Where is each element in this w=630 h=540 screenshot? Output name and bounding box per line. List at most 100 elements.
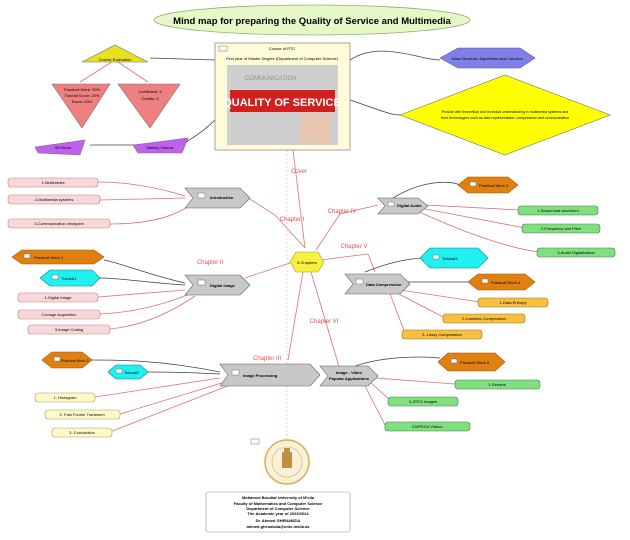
link-chapter-2 (244, 261, 294, 279)
dc-item-2[interactable]: 2-Lossless Compression (442, 313, 526, 324)
note-icon (115, 368, 123, 374)
da-item-3[interactable]: 3-Audio Digitalization (536, 247, 616, 258)
title-node[interactable]: Mind map for preparing the Quality of Se… (153, 4, 471, 36)
chapter-applications-node[interactable]: Image - Video Popular Applications (319, 365, 379, 387)
dc-practical-work[interactable]: Practical Work 4 (467, 273, 536, 291)
grades-node[interactable]: Practical Work: 20% Tutorial Score: 20% … (51, 83, 111, 129)
link-chapter-6 (310, 271, 341, 371)
chapter-6-label: Chapter VI (310, 319, 339, 325)
app-item-3[interactable]: 3-MPEG4 Videos (384, 421, 471, 432)
note-icon (51, 274, 59, 280)
link-ip-1 (94, 377, 221, 398)
svg-text:Image Processing: Image Processing (243, 373, 278, 378)
svg-text:Dr. Ahmed GHENABZIA: Dr. Ahmed GHENABZIA (256, 518, 301, 523)
link-da-3 (414, 209, 541, 253)
svg-text:2- Fast Fourier Transform: 2- Fast Fourier Transform (59, 412, 105, 417)
svg-text:Digital Image: Digital Image (210, 283, 236, 288)
svg-text:Exam: 60%: Exam: 60% (72, 99, 93, 104)
svg-text:Tutorial Score: 20%: Tutorial Score: 20% (65, 93, 100, 98)
link-prereq (349, 50, 441, 61)
link-eval (149, 57, 216, 61)
svg-text:Tutorial1: Tutorial1 (61, 276, 77, 281)
link-goal (349, 99, 401, 116)
di-item-3[interactable]: 3-Image Coding (27, 324, 111, 335)
link-ip-3 (109, 384, 231, 433)
svg-text:Provide with theoretical and t: Provide with theoretical and technical u… (442, 110, 568, 114)
da-practical-work[interactable]: Practical Work 3 (457, 176, 519, 194)
course-node[interactable]: Course of RTC First year of Master Degre… (214, 42, 351, 151)
chapter-compression-node[interactable]: Data Compression (344, 273, 411, 295)
link-di-1 (97, 289, 186, 298)
app-item-2[interactable]: 2-JPEG Images (387, 396, 459, 407)
note-icon (250, 438, 260, 445)
svg-text:3- Convolution: 3- Convolution (69, 430, 95, 435)
ip-item-1[interactable]: 1- Histogram (34, 392, 96, 403)
svg-text:2-Multimedia systems: 2-Multimedia systems (35, 197, 74, 202)
da-item-2[interactable]: 2-Frequency and Pitch (521, 223, 601, 234)
svg-text:Image - Video: Image - Video (336, 370, 362, 375)
link-chapter-1 (244, 195, 306, 249)
chapter-digital-image-node[interactable]: Digital Image (184, 274, 251, 296)
svg-text:Credits: 5: Credits: 5 (141, 96, 159, 101)
di-item-2[interactable]: 2-Image Acquisition (17, 309, 101, 320)
svg-text:3-Communication viewpoint: 3-Communication viewpoint (34, 221, 84, 226)
course-line-2: First year of Master Degree (Department … (226, 56, 338, 61)
da-item-1[interactable]: 1-Sound and waveform (517, 205, 599, 216)
di-item-1[interactable]: 1-Digital Image (17, 292, 99, 303)
svg-text:COMMUNICATION: COMMUNICATION (245, 76, 297, 82)
link-da-1 (424, 204, 521, 211)
university-logo (264, 439, 310, 485)
svg-text:2-Frequency and Pitch: 2-Frequency and Pitch (541, 226, 581, 231)
center-node[interactable]: 6 Chapters (289, 251, 325, 273)
svg-text:Data Structure, Algorithms and: Data Structure, Algorithms and Calculus (452, 56, 523, 61)
link-da-2 (419, 207, 526, 229)
dc-tutorial[interactable]: Tutorial3 (419, 247, 489, 269)
ip-item-2[interactable]: 2- Fast Fourier Transform (44, 409, 121, 420)
chapter-digital-audio-node[interactable]: Digital Audio (377, 197, 429, 215)
chapter-3-label: Chapter III (253, 356, 281, 362)
svg-text:2-Image Acquisition: 2-Image Acquisition (42, 312, 77, 317)
app-item-1[interactable]: 1-General (454, 379, 541, 390)
qos-banner: QUALITY OF SERVICE (223, 97, 341, 109)
chapter-image-processing-node[interactable]: Image Processing (219, 363, 321, 387)
intro-item-1[interactable]: 1-Multimedia (7, 177, 99, 188)
svg-text:1-General: 1-General (488, 382, 506, 387)
goal-node[interactable]: Provide with theoretical and technical u… (399, 74, 611, 156)
svg-text:Practical Work 5: Practical Work 5 (460, 360, 490, 365)
dc-item-3[interactable]: 3- Lossy Compression (401, 329, 483, 340)
link-dc-1 (399, 289, 481, 303)
link-grades (79, 59, 116, 83)
svg-text:The Academic year of 2023/2024: The Academic year of 2023/2024 (247, 511, 309, 516)
svg-text:Mohamed Boudiaf University of: Mohamed Boudiaf University of M'sila (242, 495, 315, 500)
note-icon (450, 358, 458, 364)
note-icon (23, 253, 31, 259)
prereq-node[interactable]: Data Structure, Algorithms and Calculus (439, 47, 536, 69)
intro-item-3[interactable]: 3-Communication viewpoint (7, 218, 111, 229)
link-di-pw (103, 259, 186, 284)
svg-text:1-Data Entropy: 1-Data Entropy (500, 300, 527, 305)
link-chapter-5 (319, 253, 376, 273)
coefficient-node[interactable]: Coefficient: 3 Credits: 5 (117, 83, 181, 129)
intro-item-2[interactable]: 2-Multimedia systems (7, 194, 101, 205)
link-dc-tut (364, 257, 431, 273)
weekly-node[interactable]: Weekly Volume (132, 137, 189, 154)
svg-text:3- Lossy Compression: 3- Lossy Compression (422, 332, 462, 337)
evaluation-node[interactable]: Course Evaluation (81, 44, 149, 63)
svg-text:Introduction: Introduction (210, 195, 234, 200)
app-practical-work[interactable]: Practical Work 5 (437, 352, 506, 372)
ip-item-3[interactable]: 3- Convolution (51, 427, 113, 438)
svg-text:1-Multimedia: 1-Multimedia (42, 180, 66, 185)
chapter-introduction-node[interactable]: Introduction (184, 187, 251, 209)
svg-text:Popular Applications: Popular Applications (329, 376, 370, 381)
di-tutorial[interactable]: Tutorial1 (39, 269, 101, 287)
link-app-pw (349, 356, 441, 369)
di-practical-work[interactable]: Practical Work 1 (11, 249, 105, 265)
note-icon (387, 201, 395, 207)
svg-text:Weekly Volume: Weekly Volume (146, 145, 174, 150)
ip-tutorial[interactable]: Tutorial2 (107, 364, 149, 380)
hours-node[interactable]: 90 Hours (34, 139, 86, 156)
ip-practical-work[interactable]: Practical Work 2 (41, 351, 93, 369)
dc-item-1[interactable]: 1-Data Entropy (477, 297, 549, 308)
